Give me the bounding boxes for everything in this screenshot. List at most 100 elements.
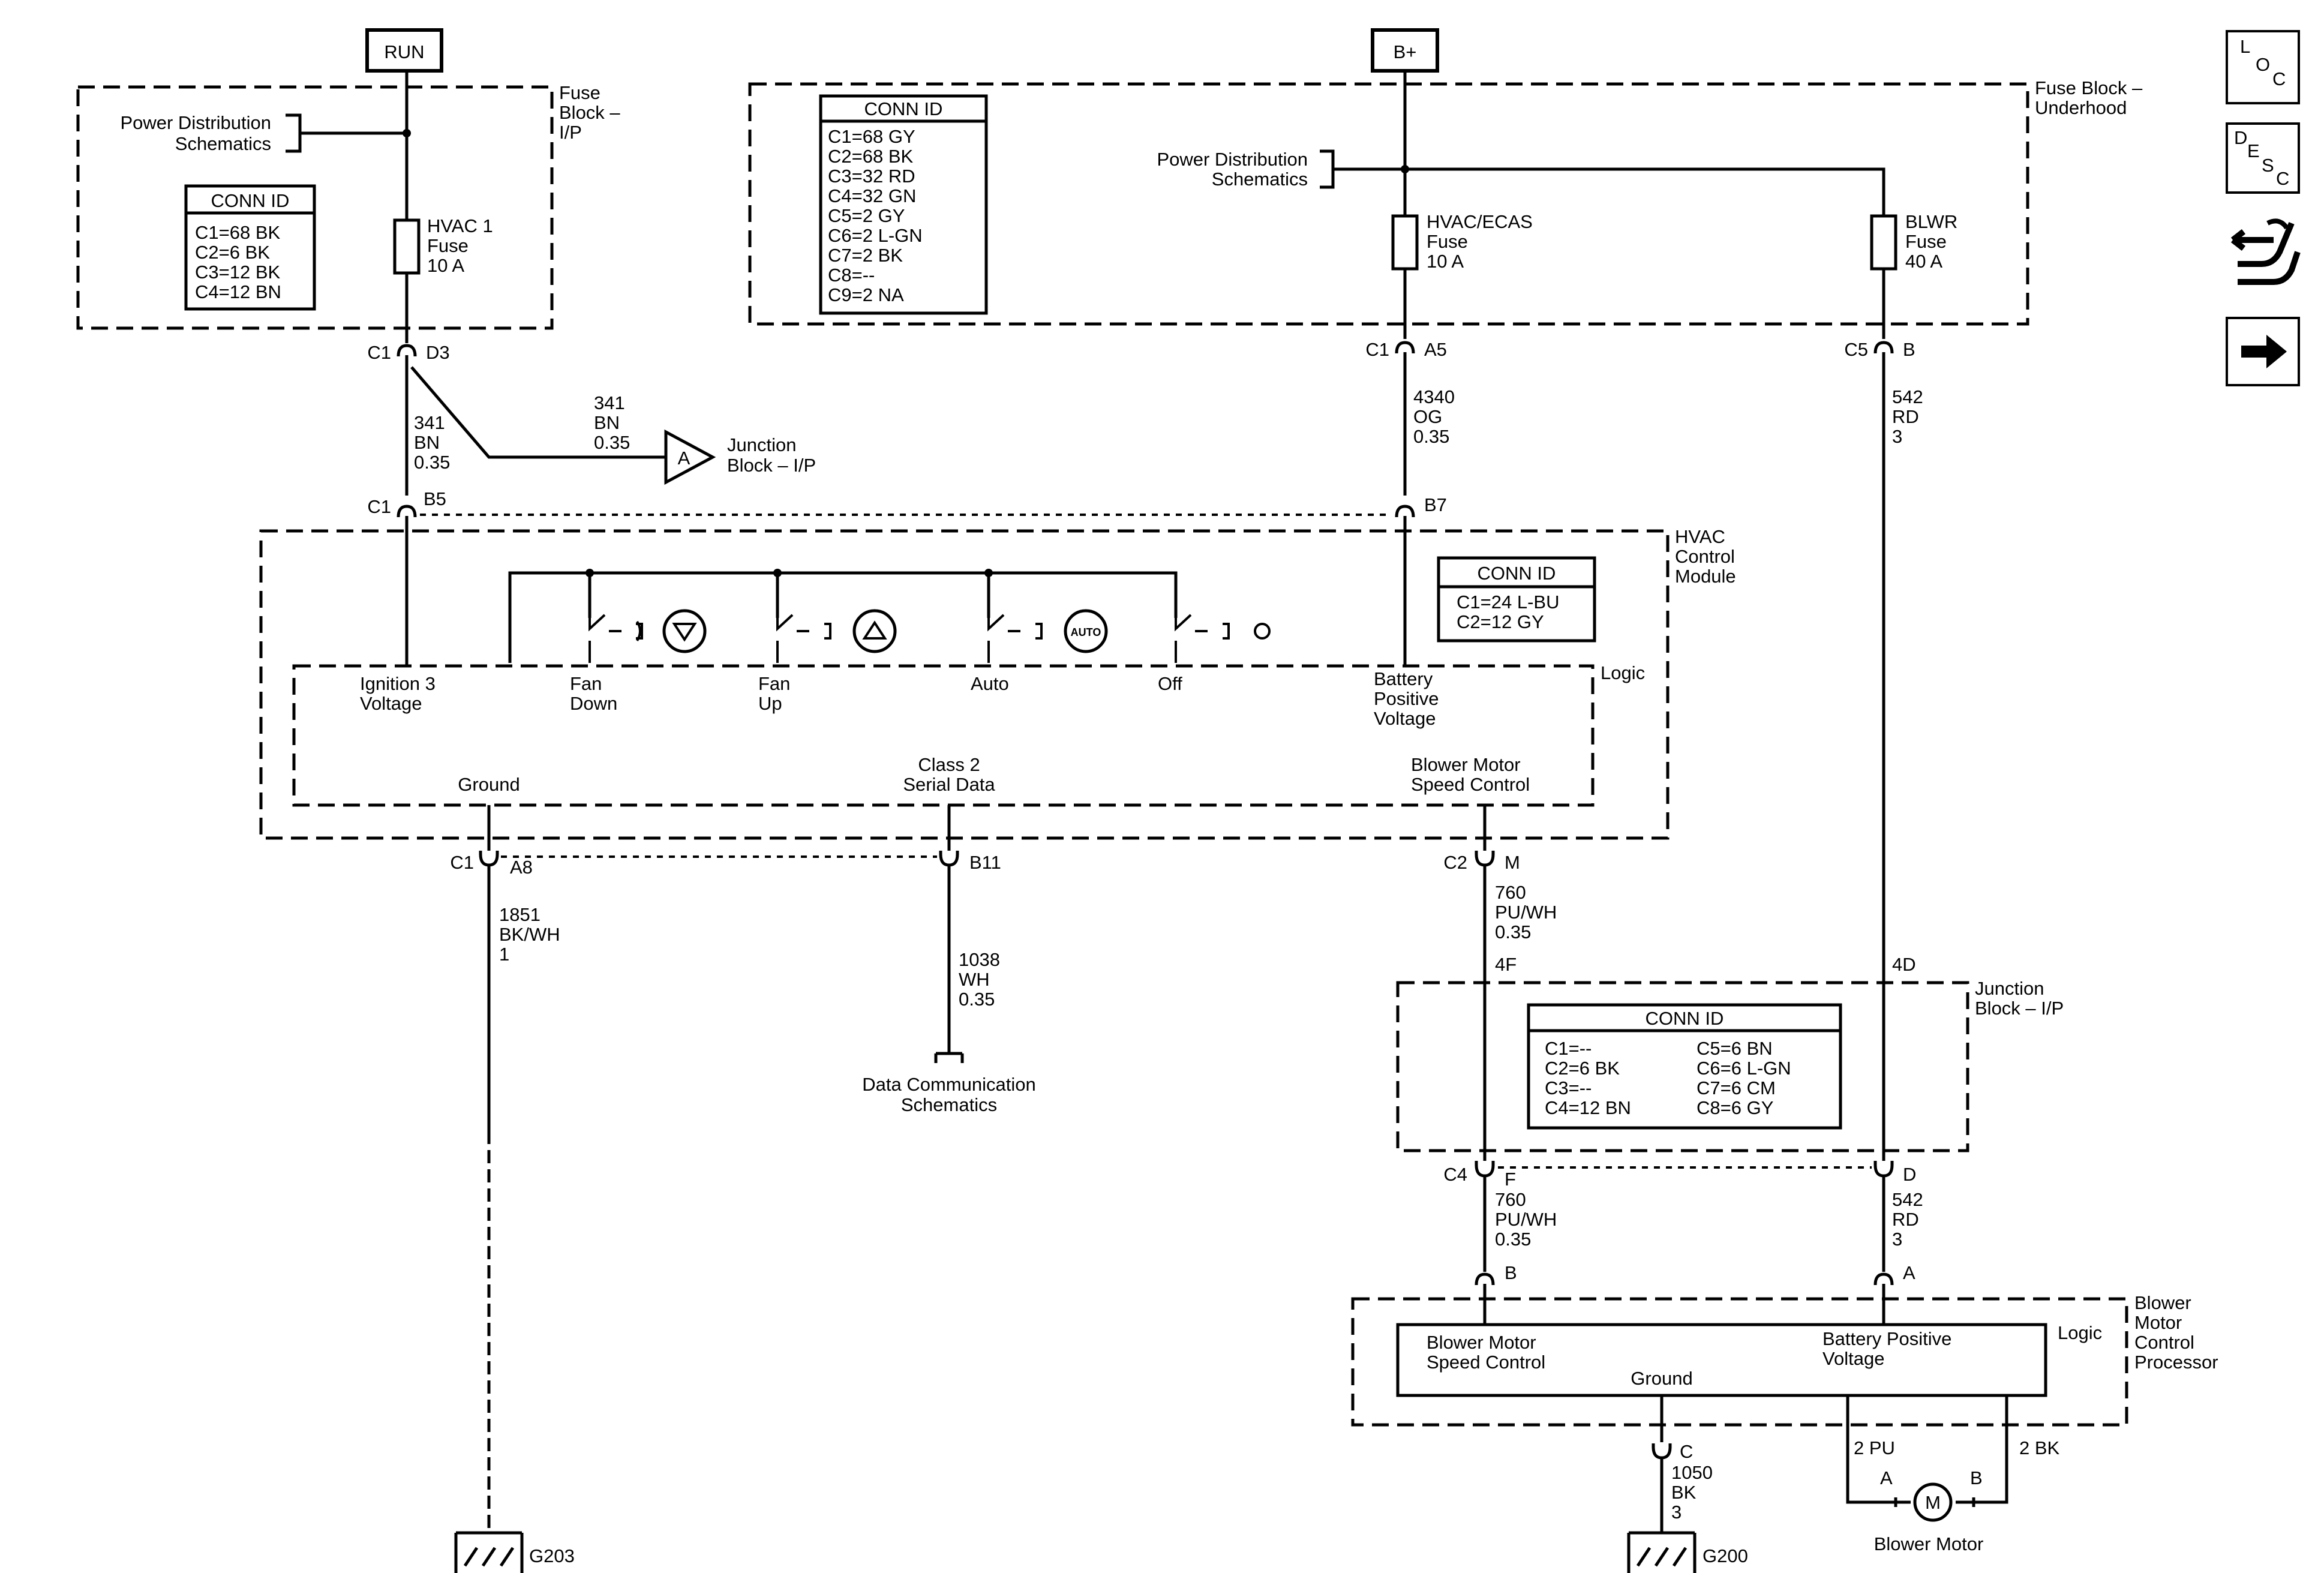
wire-1050-color: BK (1671, 1482, 1697, 1503)
jb-c4-label: C4 (1443, 1164, 1467, 1185)
bmcp-title-1: Blower (2134, 1292, 2191, 1313)
bmcp-ground-label: Ground (1631, 1368, 1692, 1389)
bmcp-logic-label: Logic (2058, 1322, 2102, 1343)
conn-id-ip-title: CONN ID (211, 190, 290, 211)
wire-1851-size: 1 (499, 944, 509, 965)
auto-icon (1064, 609, 1108, 653)
conn-id-uh-c4: C4=32 GN (828, 185, 916, 206)
auto-switch (987, 614, 1043, 663)
jb-f-label: F (1505, 1169, 1516, 1190)
wire-2pu-label: 2 PU (1854, 1437, 1895, 1458)
blwr-fuse-label-3: 40 A (1905, 251, 1942, 272)
wire-542-size: 3 (1892, 426, 1902, 447)
run-power-label: RUN (384, 41, 424, 62)
bmcp-title-2: Motor (2134, 1312, 2182, 1333)
loc-button[interactable]: L O C (2226, 30, 2300, 104)
fan-down-label-2: Down (570, 693, 617, 714)
hvac-ecas-fuse-label-3: 10 A (1427, 251, 1464, 272)
junction-a-label-2: Block – I/P (727, 455, 816, 476)
loc-c: C (2272, 68, 2286, 89)
bmcp-bpv-2: Voltage (1822, 1348, 1884, 1369)
next-page-button[interactable] (2226, 317, 2300, 386)
bmsc-label-1: Blower Motor (1411, 754, 1521, 775)
conn-id-jb-c6: C6=6 L-GN (1697, 1058, 1791, 1079)
logic-box (292, 664, 1595, 807)
auto-label: Auto (971, 673, 1009, 694)
hvac-bottom-c1-label: C1 (450, 852, 474, 873)
hvac-title-1: HVAC (1675, 526, 1725, 547)
ign-label-1: Ignition 3 (360, 673, 436, 694)
bmsc-label-2: Speed Control (1411, 774, 1530, 795)
dcs-label-2: Schematics (901, 1094, 997, 1115)
conn-id-ip-c4: C4=12 BN (195, 281, 281, 302)
hvac-ecas-fuse-label-1: HVAC/ECAS (1427, 211, 1533, 232)
wire-341b-color: BN (594, 412, 620, 433)
wire-1038-color: WH (959, 969, 990, 990)
conn-id-hvac-box (1437, 556, 1596, 643)
fuse-block-uh-title-2: Underhood (2035, 97, 2127, 118)
desc-button[interactable]: D E S C (2226, 122, 2300, 194)
hvac-c2-label: C2 (1443, 852, 1467, 873)
wire-4340-color: OG (1413, 406, 1442, 427)
conn-id-jb-c3: C3=-- (1545, 1077, 1592, 1098)
junction-a-letter: A (678, 448, 690, 469)
conn-id-uh-c9: C9=2 NA (828, 284, 904, 305)
conn-id-uh-c6: C6=2 L-GN (828, 225, 923, 246)
conn-id-uh-box (819, 94, 988, 315)
ground-g203-symbol (454, 1531, 524, 1573)
wire-341b-size: 0.35 (594, 432, 630, 453)
hvac-m-label: M (1505, 852, 1520, 873)
hvac-ecas-fuse-symbol (1391, 214, 1419, 271)
blwr-fuse-label-2: Fuse (1905, 231, 1947, 252)
wire-542-num: 542 (1892, 386, 1923, 407)
wire-4340-num: 4340 (1413, 386, 1455, 407)
fan-up-label-1: Fan (758, 673, 790, 694)
fuse-block-ip-title-2: Block – (559, 102, 620, 123)
conn-id-jb-box (1527, 1003, 1842, 1130)
fan-down-label-1: Fan (570, 673, 602, 694)
hvac-b11-label: B11 (969, 852, 1001, 873)
fuse-block-ip: Fuse Block – I/P Power Distribution Sche… (76, 82, 620, 330)
conn-id-jb-c1: C1=-- (1545, 1038, 1592, 1059)
batt-label-2: Positive (1374, 688, 1439, 709)
fan-down-switch (588, 614, 643, 663)
bmcp-a-label: A (1903, 1262, 1915, 1283)
blower-motor-b: B (1970, 1467, 1983, 1488)
bmcp-bmsc-1: Blower Motor (1427, 1332, 1536, 1353)
batt-label-3: Voltage (1374, 708, 1436, 729)
fuse-uh-b-label: B (1903, 339, 1915, 360)
blower-motor-m: M (1925, 1492, 1941, 1513)
bplus-power-label: B+ (1394, 41, 1417, 62)
conn-id-uh-c5: C5=2 GY (828, 205, 905, 226)
desc-e: E (2247, 140, 2260, 161)
conn-id-ip-c1: C1=68 BK (195, 222, 281, 243)
run-power-box (365, 28, 443, 73)
hvac-title-2: Control (1675, 546, 1735, 567)
junction-a-label-1: Junction (727, 434, 796, 455)
conn-id-jb-c8: C8=6 GY (1697, 1097, 1773, 1118)
blwr-fuse-symbol (1870, 214, 1897, 271)
dcs-label-1: Data Communication (862, 1074, 1035, 1095)
jb-d-label: D (1903, 1164, 1916, 1185)
conn-id-hvac-title: CONN ID (1478, 563, 1556, 584)
conn-id-jb-c7: C7=6 CM (1697, 1077, 1776, 1098)
fuse-block-uh-title-1: Fuse Block – (2035, 77, 2143, 98)
bmcp-b-label: B (1505, 1262, 1517, 1283)
fuse-block-underhood: Fuse Block – Underhood CONN ID C1=68 GY … (748, 77, 2143, 326)
blower-motor-control-processor: Blower Motor Control Processor Logic Blo… (1351, 1292, 2218, 1427)
bmcp-logic-box (1396, 1323, 2047, 1397)
wire-760-size: 0.35 (1495, 921, 1531, 942)
blower-motor-label: Blower Motor (1874, 1533, 1984, 1554)
fuse-uh-c5-label: C5 (1844, 339, 1868, 360)
fuse-block-ip-title-3: I/P (559, 122, 582, 143)
desc-d: D (2234, 127, 2247, 148)
connector-view-icon[interactable] (2230, 218, 2301, 285)
conn-id-uh-c1: C1=68 GY (828, 126, 915, 147)
wire-341-color: BN (414, 432, 440, 453)
conn-id-hvac-c1: C1=24 L-BU (1457, 592, 1559, 613)
conn-id-hvac-c2: C2=12 GY (1457, 611, 1544, 632)
wire-341-size: 0.35 (414, 452, 450, 473)
jb-4f-label: 4F (1495, 954, 1517, 975)
auto-icon-text: AUTO (1071, 626, 1101, 638)
fuse-uh-a5-label: A5 (1424, 339, 1447, 360)
